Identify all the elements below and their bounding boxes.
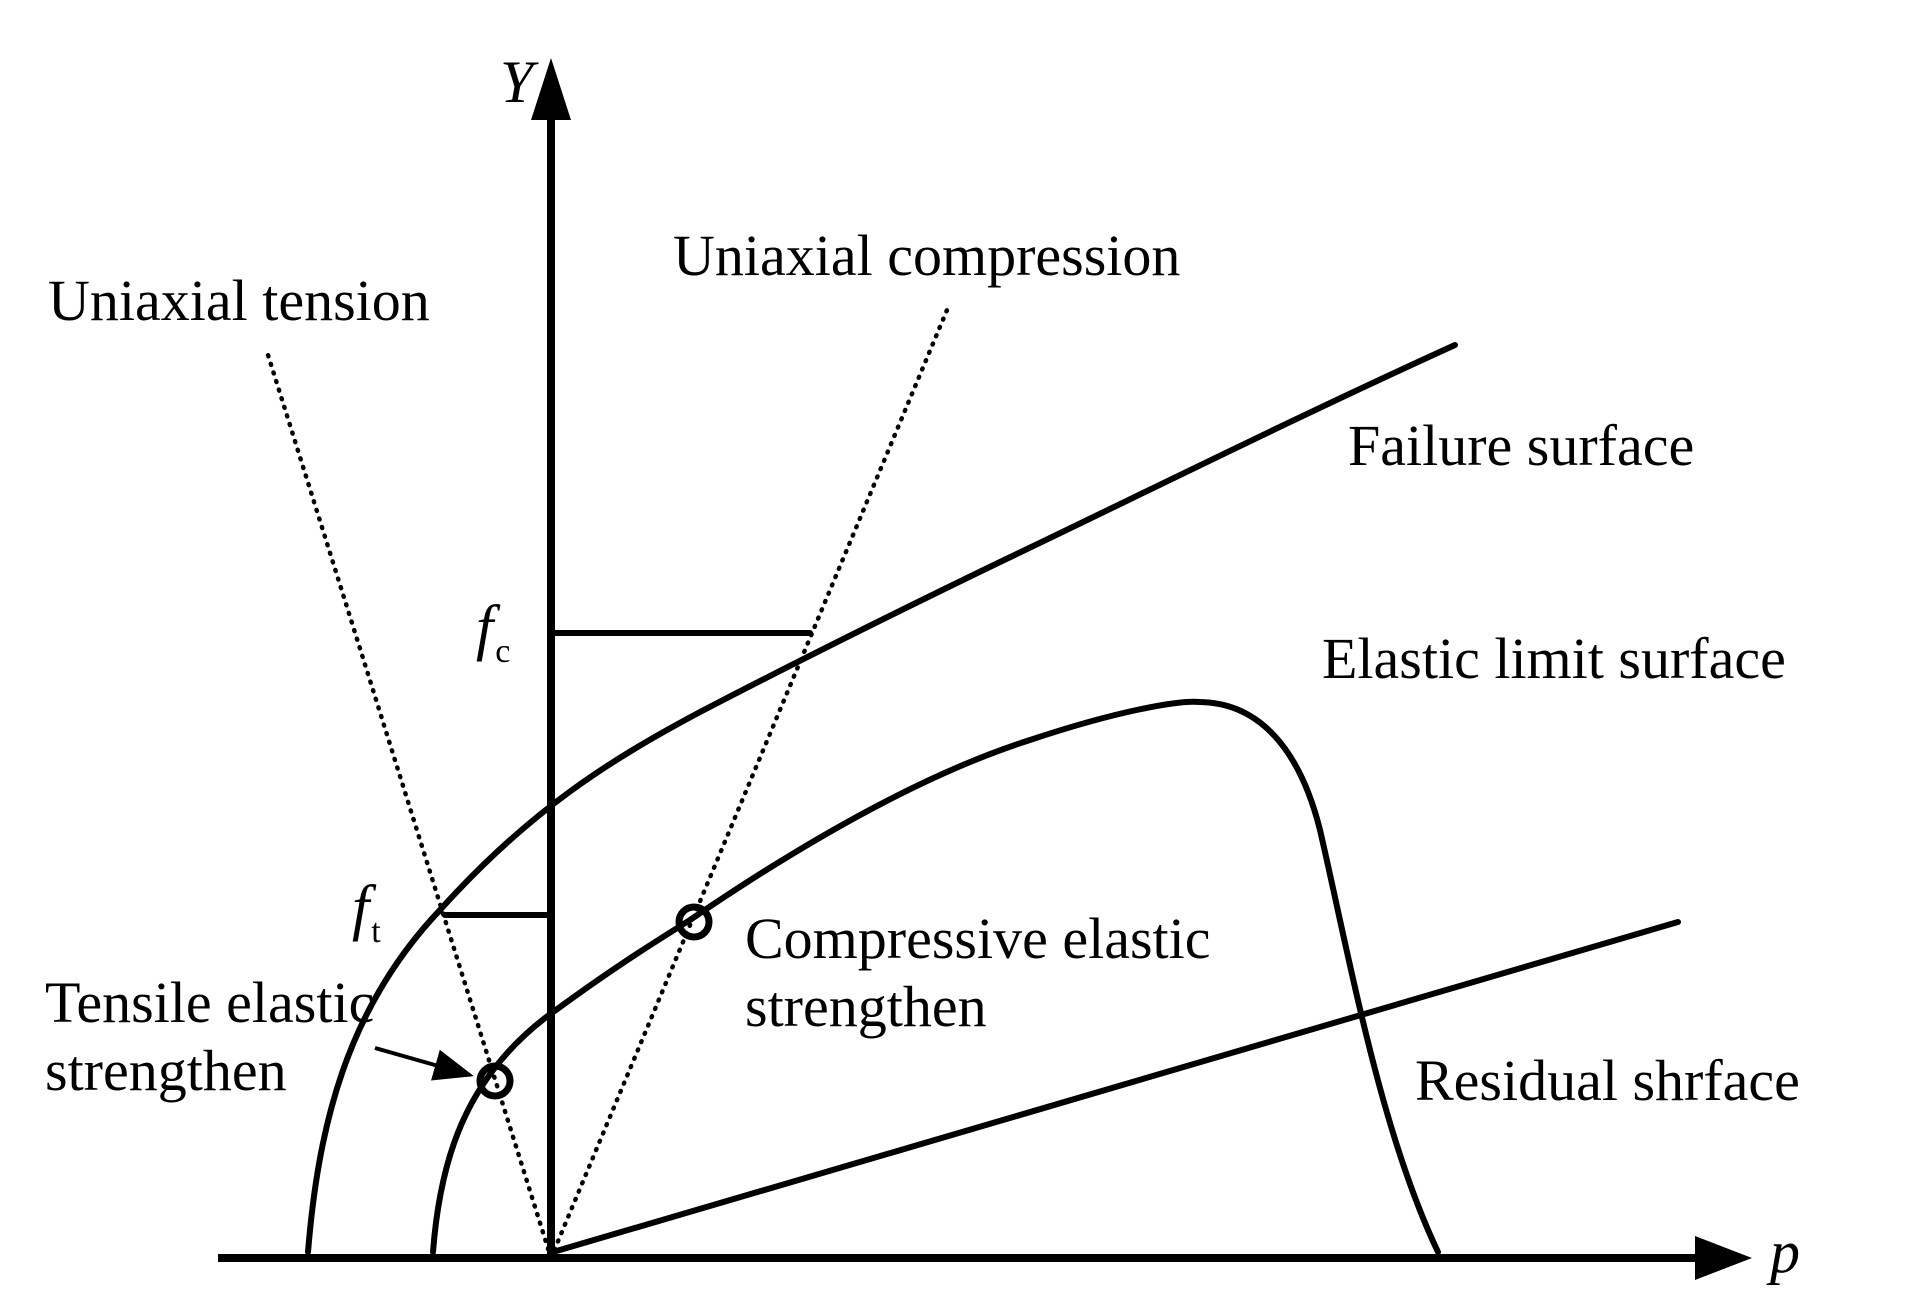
uniaxial-tension-ray	[265, 352, 554, 1261]
x-axis-label: p	[1766, 1219, 1800, 1285]
fc-label: fc	[476, 594, 510, 670]
elastic-limit-surface-curve	[430, 698, 1441, 1255]
uniaxial-compression-label: Uniaxial compression	[673, 223, 1180, 288]
uniaxial-compression-ray	[548, 307, 950, 1261]
uniaxial-tension-label: Uniaxial tension	[48, 268, 430, 333]
compressive-elastic-label-line1: Compressive elastic	[745, 906, 1211, 971]
y-axis-arrowhead	[531, 58, 571, 120]
x-axis-arrowhead	[1695, 1236, 1752, 1280]
failure-surface-curve	[305, 342, 1458, 1255]
tensile-pointer-arrow	[374, 1046, 474, 1081]
compressive-elastic-strength-marker	[675, 903, 713, 941]
y-axis-label: Y	[500, 49, 539, 115]
ft-label: ft	[352, 874, 381, 950]
tensile-elastic-label-line1: Tensile elastic	[45, 970, 374, 1035]
tensile-elastic-strength-marker	[476, 1062, 514, 1100]
failure-surface-label: Failure surface	[1348, 413, 1694, 478]
residual-surface-label: Residual shrface	[1415, 1048, 1800, 1113]
tensile-elastic-label-line2: strengthen	[45, 1038, 287, 1103]
compressive-elastic-label-line2: strengthen	[745, 974, 987, 1039]
residual-surface-curve	[550, 919, 1681, 1255]
elastic-limit-surface-label: Elastic limit surface	[1322, 626, 1786, 691]
